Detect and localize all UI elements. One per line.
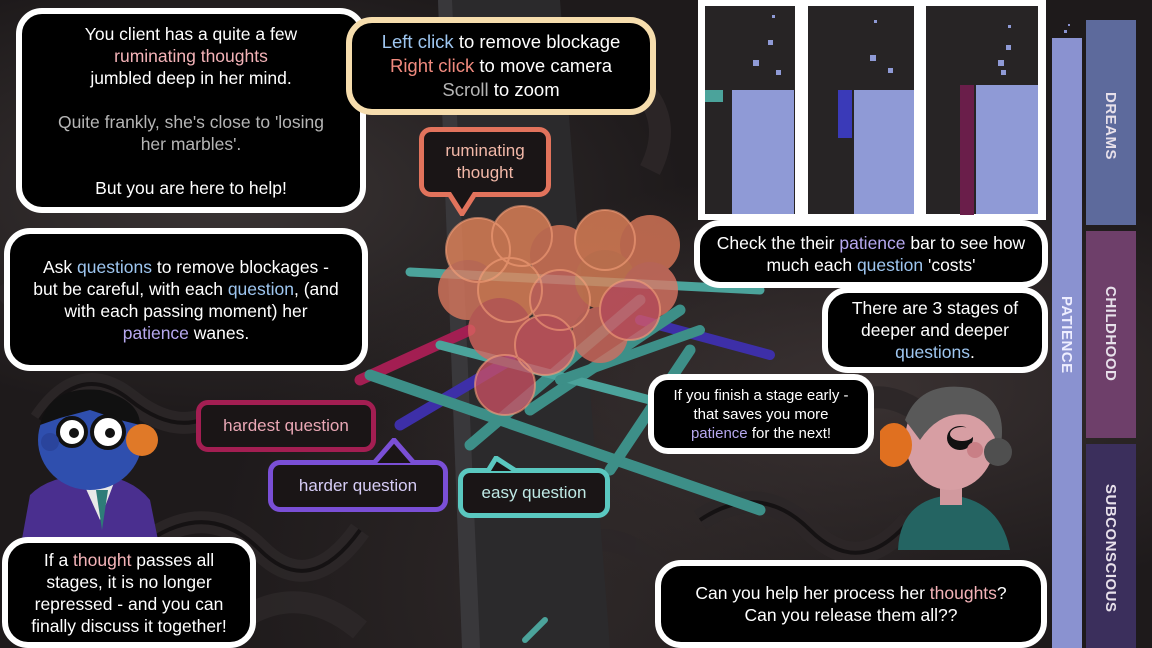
easy-question-rod-7 <box>555 325 705 385</box>
patience-bar-label: PATIENCE <box>1058 296 1075 374</box>
qt-text-3: , (and with each passing moment) her <box>64 278 339 321</box>
et-word-patience: patience <box>690 424 748 442</box>
preview-harder <box>808 6 914 214</box>
pt-text-2: bar to see how much each <box>766 233 1026 275</box>
ruminating-label-pointer <box>448 192 478 216</box>
therapist-character <box>20 389 160 550</box>
intro-bubble: You client has a quite a few ruminating … <box>16 8 366 213</box>
qt-word-question: question <box>227 278 294 299</box>
left-click-key: Left click <box>381 31 454 52</box>
st-text-2: . <box>970 342 975 362</box>
preview-easy <box>705 6 795 214</box>
goal-bubble: Can you help her process her thoughts? C… <box>655 560 1047 648</box>
patience-cost-previews <box>698 0 1046 220</box>
harder-question-label: harder question <box>268 460 448 512</box>
stage-dreams-label: DREAMS <box>1102 92 1119 161</box>
st-text-1: There are 3 stages of deeper and deeper <box>851 298 1019 340</box>
intro-line-2: ruminating thoughts <box>114 45 268 66</box>
patience-drip <box>1061 20 1077 38</box>
qt-word-patience: patience <box>122 322 189 343</box>
pt-text-1: Check the their <box>716 233 840 253</box>
tt-word-thought: thought <box>73 549 132 570</box>
scroll-key: Scroll <box>442 79 489 100</box>
et-text-1: If you finish a stage early - that saves… <box>673 386 849 423</box>
easy-question-rod-2 <box>364 369 766 516</box>
client-character <box>880 386 1012 550</box>
thought-tip-bubble: If a thought passes all stages, it is no… <box>2 537 256 648</box>
goal-word-thoughts: thoughts <box>929 583 997 603</box>
pt-text-3: 'costs' <box>923 255 976 275</box>
stage-subconscious: SUBCONSCIOUS <box>1086 444 1136 648</box>
hardest-question-rod <box>354 324 476 386</box>
early-finish-tip-bubble: If you finish a stage early - that saves… <box>648 374 874 454</box>
et-text-2: for the next! <box>747 424 832 442</box>
stage-childhood: CHILDHOOD <box>1086 231 1136 438</box>
right-click-key: Right click <box>389 55 475 76</box>
intro-line-5: But you are here to help! <box>95 177 287 198</box>
intro-line-3: jumbled deep in her mind. <box>90 67 292 88</box>
tt-text-2: passes all stages, it is no longer repre… <box>31 549 227 636</box>
intro-line-1: You client has a quite a few <box>84 23 298 44</box>
stage-childhood-label: CHILDHOOD <box>1102 286 1119 382</box>
st-word-questions: questions <box>895 342 971 362</box>
right-click-text: to move camera <box>474 55 613 76</box>
preview-hardest <box>926 6 1038 215</box>
qt-word-questions: questions <box>77 256 152 277</box>
patience-bar: PATIENCE <box>1052 38 1082 648</box>
qt-text-4: wanes. <box>188 322 250 343</box>
easy-question-label: easy question <box>458 468 610 518</box>
stages-tip-bubble: There are 3 stages of deeper and deeper … <box>822 287 1048 373</box>
pt-word-patience: patience <box>839 233 906 253</box>
patience-tip-bubble: Check the their patience bar to see how … <box>694 220 1048 288</box>
harder-label-pointer <box>372 438 416 464</box>
tt-text-1: If a <box>43 549 74 570</box>
goal-line-2: Can you release them all?? <box>744 605 958 625</box>
stage-subconscious-label: SUBCONSCIOUS <box>1102 484 1119 613</box>
hardest-question-label: hardest question <box>196 400 376 452</box>
qt-text-2: to remove blockages - but be careful, wi… <box>33 256 329 299</box>
stage-dreams: DREAMS <box>1086 20 1136 225</box>
goal-text-1: Can you help her process her <box>695 583 930 603</box>
ruminating-thought-label: ruminating thought <box>419 127 551 197</box>
qt-text-1: Ask <box>43 256 78 277</box>
left-click-text: to remove blockage <box>453 31 621 52</box>
scroll-text: to zoom <box>488 79 560 100</box>
controls-bubble: Left click to remove blockage Right clic… <box>346 17 656 115</box>
easy-label-pointer <box>486 456 518 472</box>
intro-line-4: Quite frankly, she's close to 'losing he… <box>57 111 325 154</box>
pt-word-question: question <box>856 255 924 275</box>
goal-text-2: ? <box>996 583 1007 603</box>
questions-tip-bubble: Ask questions to remove blockages - but … <box>4 228 368 371</box>
